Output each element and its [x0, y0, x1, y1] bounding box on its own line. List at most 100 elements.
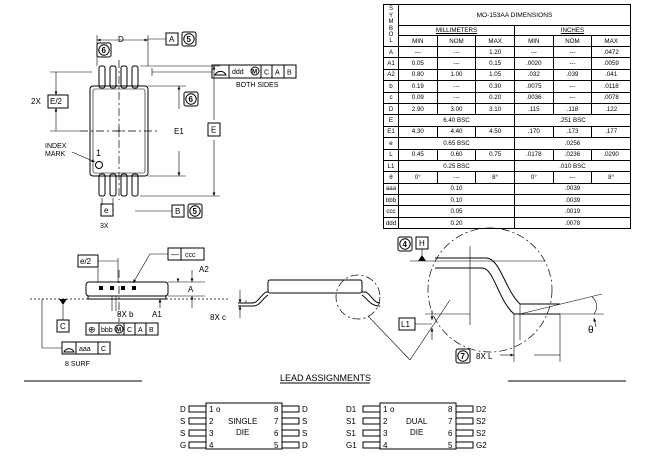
datum-b-label: B	[175, 207, 180, 216]
dim-a2-label: A2	[199, 265, 209, 274]
table-cell: .0059	[591, 57, 631, 70]
dual-pin-one-mark: o	[390, 405, 395, 414]
table-cell: 8°	[475, 171, 515, 184]
ccc-flat-symbol: —	[171, 250, 179, 259]
table-cell: .0290	[591, 148, 631, 161]
position-modifier: M	[116, 327, 121, 334]
dim-pitch-label: e	[104, 206, 109, 215]
note-5-top: 5	[187, 35, 192, 44]
dimensions-table: S Y M B O L MO-153AA DIMENSIONS MILLIMET…	[383, 4, 632, 230]
symbol-column-header: S Y M B O L	[383, 4, 399, 47]
single-right-name-8: D	[302, 405, 308, 414]
row-symbol: θ	[383, 171, 399, 184]
dual-die-label-2: DIE	[410, 428, 423, 437]
table-cell: ---	[513, 45, 554, 59]
dual-right-name-7: S2	[476, 417, 486, 426]
table-cell: ---	[552, 91, 593, 104]
dim-l1-label: L1	[401, 320, 410, 329]
row-symbol: c	[383, 91, 399, 104]
single-die-diagram: D S S G 1 o 2 3 4 8 7 6 5 D S S D SINGLE…	[180, 402, 308, 450]
surf-note: 8 SURF	[65, 361, 90, 368]
single-right-name-7: S	[302, 417, 307, 426]
table-cell: 0.30	[475, 80, 515, 93]
single-die-label-1: SINGLE	[228, 417, 257, 426]
single-pin-1: 1	[209, 405, 214, 414]
dual-pin-8: 8	[448, 405, 453, 414]
table-cell-in: .0039	[513, 182, 632, 196]
ccc-label: ccc	[185, 252, 196, 259]
single-pin-8: 8	[274, 405, 279, 414]
flatness-ref-a: A	[275, 70, 280, 77]
table-cell: ---	[436, 171, 477, 184]
single-die-label-2: DIE	[236, 428, 249, 437]
dual-die-label-1: DUAL	[406, 417, 428, 426]
row-symbol: b	[383, 80, 399, 93]
table-cell: .0075	[513, 80, 554, 93]
table-cell: .0236	[552, 148, 593, 161]
theta-label: θ	[588, 325, 594, 336]
single-right-name-5: D	[302, 441, 308, 450]
side-view: e/2 — ccc A2 A C 8X b	[30, 247, 230, 368]
top-leads	[98, 65, 139, 89]
dual-right-name-8: D2	[476, 405, 487, 414]
profile-ref-c: C	[101, 346, 106, 353]
table-cell: 0.09	[398, 91, 438, 104]
index-mark-line2: MARK	[45, 151, 66, 158]
in-group-header: INCHES	[513, 25, 632, 36]
table-cell: .115	[513, 102, 554, 116]
table-cell-in: .0078	[513, 216, 632, 230]
single-pin-5: 5	[274, 441, 279, 450]
dim-d-label: D	[118, 35, 124, 44]
table-cell: .177	[591, 125, 631, 139]
col-header-mm-max: MAX	[475, 35, 515, 47]
table-cell: ---	[552, 80, 593, 93]
dual-die-diagram: D1 S1 S1 G1 1 o 2 3 4 8 7 6 5 D2 S2 S2 G…	[346, 402, 487, 450]
table-cell: 8°	[591, 171, 631, 184]
dual-pin-4: 4	[383, 441, 388, 450]
bottom-leads	[98, 173, 139, 197]
dual-left-name-3: S1	[346, 429, 356, 438]
row-symbol: ccc	[383, 205, 399, 218]
col-header-in-min: MIN	[513, 35, 554, 47]
table-cell-mm: 0.10	[398, 194, 515, 207]
table-cell: 3.10	[475, 102, 515, 116]
single-pin-7: 7	[274, 417, 279, 426]
detail-view: 4 H L1 θ 7 8X L	[397, 227, 604, 364]
table-cell-in: .0019	[513, 205, 632, 218]
table-row: A------1.20------.0472	[383, 45, 631, 59]
table-cell: 0.75	[475, 148, 515, 161]
table-cell: 1.20	[475, 45, 515, 59]
datum-c-label: C	[60, 322, 66, 331]
dual-pin-2: 2	[383, 417, 388, 426]
flatness-ref-c: C	[264, 70, 269, 77]
table-cell: 0°	[398, 171, 438, 184]
flatness-ref-b: B	[287, 70, 292, 77]
row-symbol: A2	[383, 68, 399, 82]
single-pin-3: 3	[209, 429, 214, 438]
table-cell-mm: 6.40 BSC	[398, 114, 515, 127]
pin-one-number: 1	[96, 148, 101, 158]
dim-a-label: A	[188, 285, 194, 294]
dim-2x-label: 2X	[31, 97, 41, 106]
table-cell-mm: 0.05	[398, 205, 515, 218]
bbb-label: bbb	[101, 327, 113, 334]
note-4: 4	[403, 240, 408, 249]
single-right-name-6: S	[302, 429, 307, 438]
table-cell: ---	[552, 45, 593, 59]
single-pin-4: 4	[209, 441, 214, 450]
position-ref-a: A	[138, 327, 143, 334]
table-cell: 0.45	[398, 148, 438, 161]
